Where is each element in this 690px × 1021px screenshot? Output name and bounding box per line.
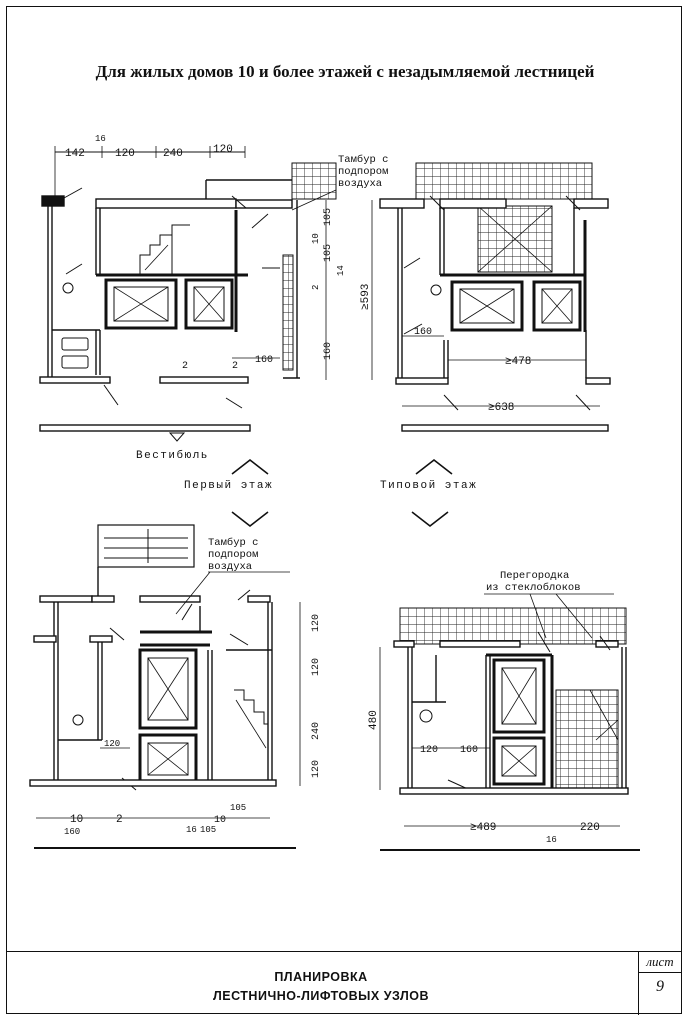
dim-label: 10 — [214, 815, 226, 826]
dim-label: 105 — [200, 825, 216, 835]
plan-bottom-left: 120 120 240 120 120 10 160 2 16 105 10 1… — [29, 524, 322, 849]
dim-label: 120 — [311, 760, 322, 778]
elevator-small — [184, 278, 234, 330]
dim-label: 2 — [232, 361, 238, 372]
dim-label: 14 — [336, 265, 346, 276]
top-dimension-chain: 142 16 120 240 120 — [54, 134, 246, 196]
title-block: ПЛАНИРОВКА ЛЕСТНИЧНО-ЛИФТОВЫХ УЗЛОВ лист… — [6, 951, 682, 1015]
dim-label: 160 — [64, 827, 80, 837]
dim-label: 16 — [186, 825, 197, 835]
airlock-label: подпором — [338, 166, 388, 178]
dim-label: 16 — [546, 835, 557, 845]
dim-label: 16 — [95, 134, 106, 144]
dim-label: 120 — [420, 745, 438, 756]
dim-label: 120 — [311, 658, 322, 676]
dim-label: 240 — [311, 722, 322, 740]
plan-caption: Первый этаж — [184, 480, 273, 492]
dim-label: 120 — [311, 614, 322, 632]
dim-label: 105 — [323, 244, 334, 262]
dim-label: 105 — [230, 803, 246, 813]
dim-label: 160 — [255, 355, 273, 366]
dim-label: 10 — [311, 233, 321, 244]
airlock-label: Тамбур с — [338, 153, 388, 166]
title-block-line1: ПЛАНИРОВКА — [274, 970, 368, 984]
elevator-large — [104, 278, 178, 330]
dim-label: 120 — [213, 144, 233, 156]
sheet-label: лист — [639, 952, 681, 973]
dim-label: 2 — [182, 361, 188, 372]
airlock-label: воздуха — [338, 178, 382, 190]
sheet-number: 9 — [656, 978, 664, 995]
plan-bottom-right: 480 120 160 ≥489 16 220 Перегородка из с… — [368, 570, 640, 851]
dim-label: 10 — [70, 814, 83, 826]
dim-label: 2 — [116, 814, 123, 826]
entrance-label: Вестибюль — [136, 449, 209, 462]
drawing-frame — [6, 6, 682, 1014]
dim-label: 2 — [311, 285, 321, 290]
dim-label: 160 — [323, 342, 334, 360]
title-block-line2: ЛЕСТНИЧНО-ЛИФТОВЫХ УЗЛОВ — [212, 989, 430, 1003]
dim-label: ≥478 — [505, 356, 531, 368]
dim-label: 160 — [460, 745, 478, 756]
dim-label: ≥489 — [470, 822, 496, 834]
plan-typical-floor: ≥593 160 ≥478 ≥638 Типовой этаж — [360, 162, 611, 528]
dim-label: 142 — [65, 148, 85, 160]
dim-label: 160 — [414, 327, 432, 338]
dim-label: ≥638 — [488, 402, 514, 414]
dim-label: 220 — [580, 822, 600, 834]
partition-label: из стеклоблоков — [486, 581, 581, 594]
title-block-text: ПЛАНИРОВКА ЛЕСТНИЧНО-ЛИФТОВЫХ УЗЛОВ — [6, 968, 636, 1006]
partition-label: Перегородка — [500, 570, 569, 582]
dim-label: ≥593 — [360, 284, 372, 310]
dim-label: 240 — [163, 148, 183, 160]
dim-label: 120 — [115, 148, 135, 160]
airlock-label: Тамбур с — [208, 536, 258, 549]
dim-label: 120 — [104, 739, 120, 749]
page-title: Для жилых домов 10 и более этажей с неза… — [95, 62, 595, 81]
plan-caption: Типовой этаж — [380, 480, 477, 492]
dim-label: 480 — [368, 710, 380, 730]
dim-label: 105 — [323, 208, 334, 226]
airlock-label: подпором — [208, 549, 258, 561]
airlock-label: воздуха — [208, 561, 252, 573]
plan-first-floor: 142 16 120 240 120 — [39, 134, 388, 528]
sheet-box: лист 9 — [638, 952, 682, 1015]
